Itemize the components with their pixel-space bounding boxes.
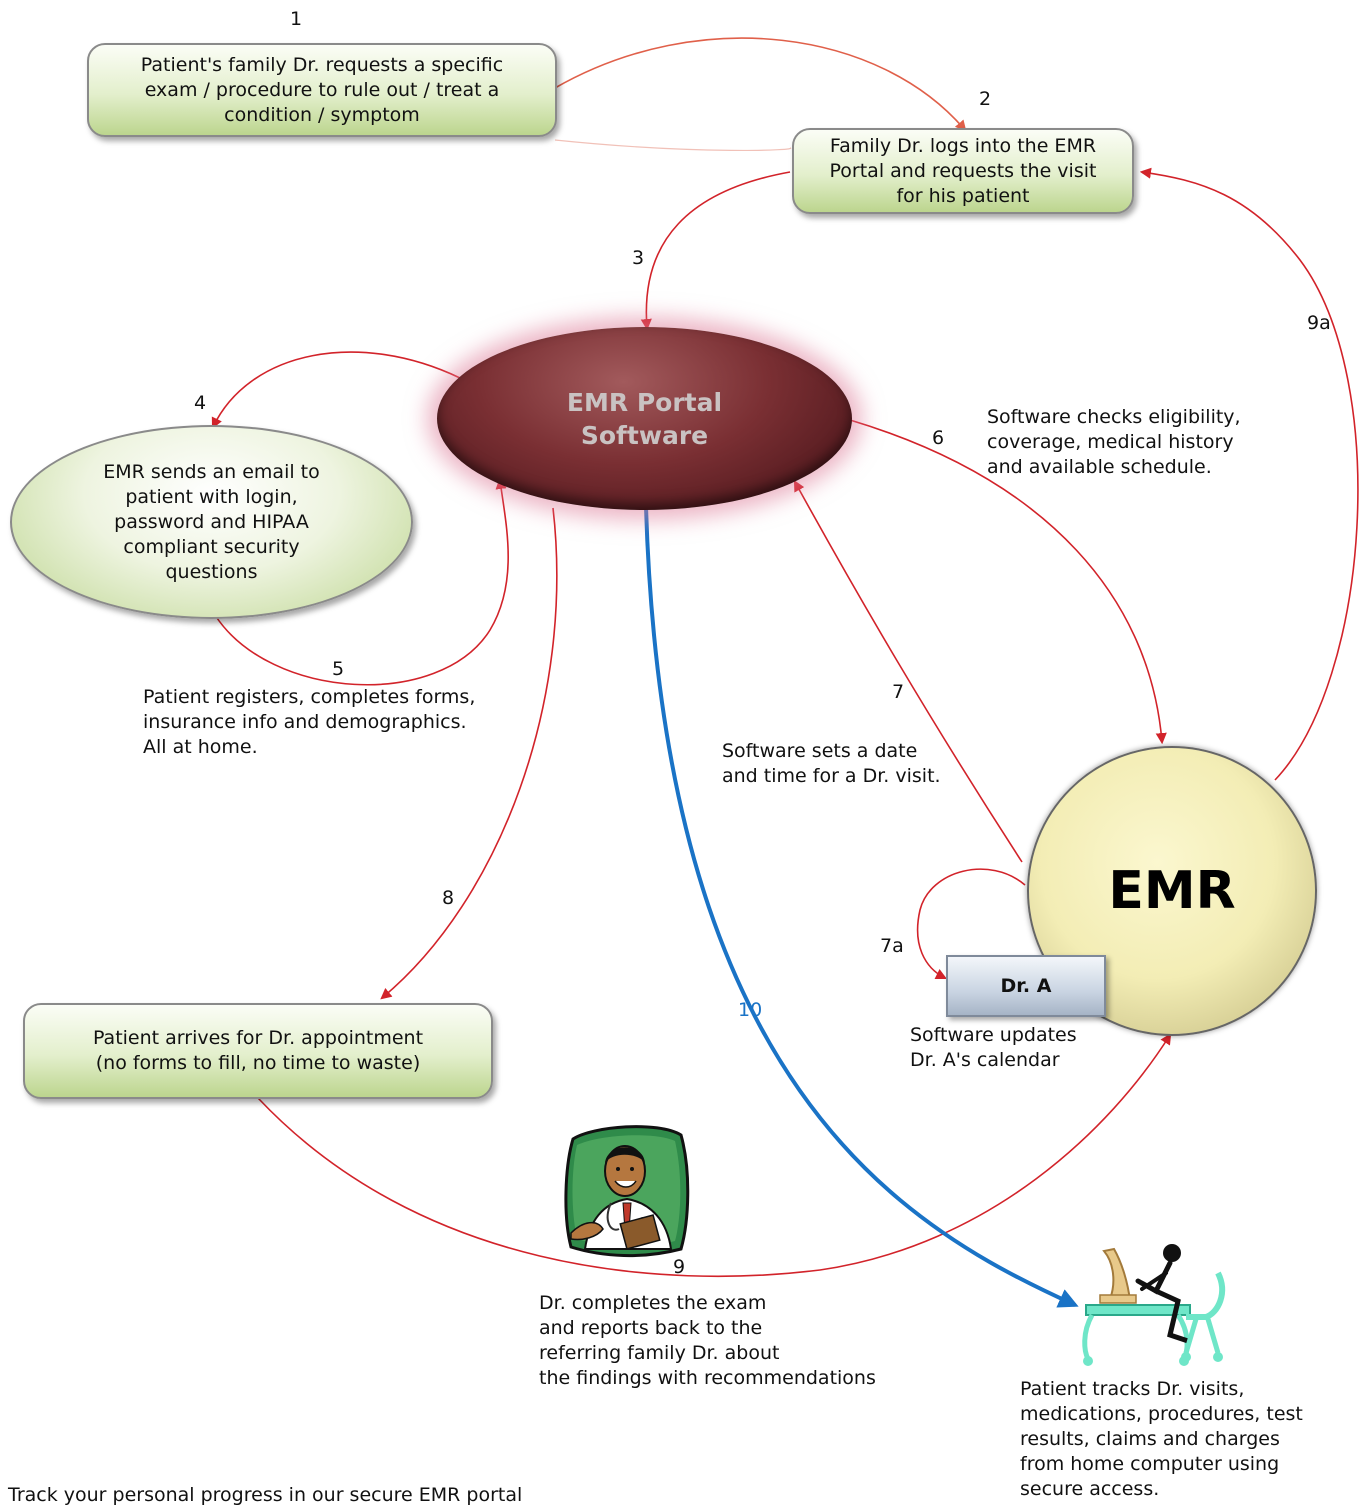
request-box: Patient's family Dr. requests a specific… xyxy=(87,43,557,137)
step-6: 6 xyxy=(932,427,945,449)
step-8: 8 xyxy=(442,887,455,909)
emr-portal-software: EMR Portal Software xyxy=(437,327,852,510)
note-updates-calendar: Software updates Dr. A's calendar xyxy=(910,1024,1077,1071)
arrow-1-to-2 xyxy=(554,37,967,132)
email-oval: EMR sends an email to patient with login… xyxy=(10,425,413,619)
dr-a-calendar: Dr. A xyxy=(946,955,1106,1017)
step-4: 4 xyxy=(194,392,207,414)
arrow-8 xyxy=(380,507,558,1000)
arrow-6 xyxy=(849,419,1167,745)
note-registers: Patient registers, completes forms, insu… xyxy=(143,686,476,758)
arrow-7 xyxy=(793,480,1023,863)
step-9a: 9a xyxy=(1307,312,1331,334)
arrives-box: Patient arrives for Dr. appointment (no … xyxy=(23,1003,493,1099)
step-9: 9 xyxy=(673,1256,686,1278)
login-box: Family Dr. logs into the EMR Portal and … xyxy=(792,128,1134,214)
patient-at-computer-icon xyxy=(1078,1243,1233,1368)
arrow-9a xyxy=(1139,167,1359,781)
step-2: 2 xyxy=(979,88,992,110)
step-3: 3 xyxy=(632,247,645,269)
step-5: 5 xyxy=(332,658,345,680)
arrow-4 xyxy=(211,351,461,430)
arrow-1-return-faint xyxy=(554,139,792,152)
note-tracks: Patient tracks Dr. visits, medications, … xyxy=(1020,1378,1303,1500)
note-completes-exam: Dr. completes the exam and reports back … xyxy=(539,1292,876,1389)
note-eligibility: Software checks eligibility, coverage, m… xyxy=(987,406,1241,478)
arrow-9 xyxy=(257,1033,1172,1278)
step-7a: 7a xyxy=(880,935,904,957)
footer-text: Track your personal progress in our secu… xyxy=(8,1484,523,1506)
note-sets-date: Software sets a date and time for a Dr. … xyxy=(722,740,941,787)
arrow-5 xyxy=(214,477,509,686)
step-1: 1 xyxy=(290,8,303,30)
step-7: 7 xyxy=(892,681,905,703)
doctor-clipart-icon xyxy=(563,1121,691,1259)
step-10: 10 xyxy=(738,999,763,1021)
arrow-7a xyxy=(916,868,1026,980)
arrow-3 xyxy=(640,171,791,331)
arrow-10 xyxy=(644,506,1079,1308)
